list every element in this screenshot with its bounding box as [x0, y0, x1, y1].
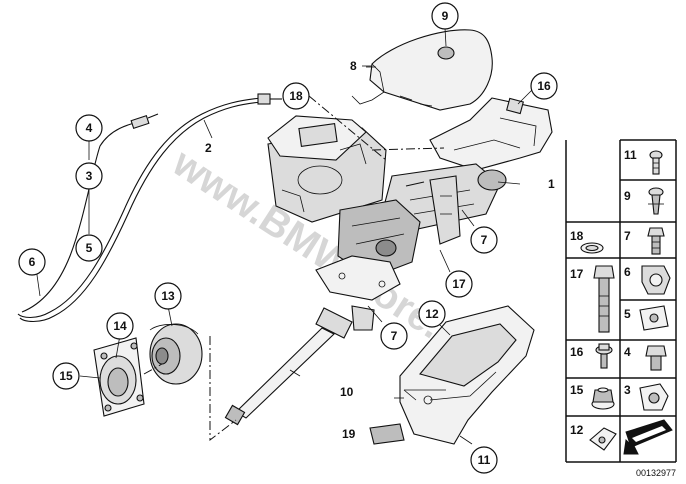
callout-14[interactable]: 14	[106, 312, 134, 340]
expanding-rivet-icon	[648, 187, 664, 215]
svg-text:7: 7	[481, 233, 488, 247]
steering-column-assembly	[267, 97, 553, 301]
legend-item-18[interactable]: 18	[570, 229, 604, 254]
svg-text:17: 17	[570, 267, 584, 281]
callout-13[interactable]: 13	[154, 282, 182, 310]
cable-end-fitting-icon	[257, 93, 271, 105]
flange-boot-part-14	[93, 337, 145, 417]
svg-text:17: 17	[452, 277, 466, 291]
svg-text:13: 13	[161, 289, 175, 303]
svg-text:9: 9	[624, 189, 631, 203]
spring-clip-icon	[639, 383, 669, 411]
svg-text:4: 4	[624, 345, 631, 359]
hex-nut-icon	[591, 387, 615, 410]
clamp-nut-icon	[639, 305, 669, 331]
cable-clip-icon	[641, 265, 671, 295]
label-10[interactable]: 10	[340, 385, 354, 399]
legend-item-12[interactable]: 12	[570, 423, 617, 451]
control-module-icon	[298, 122, 338, 148]
legend-item-15[interactable]: 15	[570, 383, 615, 410]
svg-text:5: 5	[86, 241, 93, 255]
callout-12[interactable]: 12	[418, 300, 446, 328]
speed-nut-icon	[589, 427, 617, 451]
legend-item-11[interactable]: 11	[624, 148, 663, 175]
sealing-ring-icon	[580, 242, 604, 254]
svg-text:3: 3	[624, 383, 631, 397]
hardware-legend: 11 9 18 7	[565, 139, 677, 463]
callout-5[interactable]: 5	[75, 234, 103, 262]
intermediate-steering-shaft	[224, 305, 375, 426]
svg-text:12: 12	[570, 423, 584, 437]
svg-text:4: 4	[86, 121, 93, 135]
callout-16[interactable]: 16	[530, 72, 558, 100]
upper-column-trim-cover	[351, 29, 493, 111]
legend-item-17[interactable]: 17	[570, 265, 615, 333]
svg-text:12: 12	[425, 307, 439, 321]
legend-item-5[interactable]: 5	[624, 305, 669, 331]
callout-6[interactable]: 6	[18, 248, 46, 276]
svg-text:15: 15	[570, 383, 584, 397]
svg-text:16: 16	[537, 79, 551, 93]
callout-7-lower[interactable]: 7	[380, 322, 408, 350]
label-19[interactable]: 19	[342, 427, 356, 441]
diagram-reference-number: 00132977	[636, 468, 676, 478]
direction-arrow-icon	[623, 419, 673, 455]
column-bearing-icon	[477, 169, 507, 191]
svg-text:9: 9	[442, 9, 449, 23]
svg-text:3: 3	[86, 169, 93, 183]
long-bolt-icon	[593, 265, 615, 333]
legend-item-7[interactable]: 7	[624, 227, 665, 255]
hex-nut-bolt-icon	[645, 345, 667, 371]
clip-hole-icon	[437, 46, 455, 60]
callout-18[interactable]: 18	[282, 82, 310, 110]
label-2[interactable]: 2	[205, 141, 212, 155]
callout-7-upper[interactable]: 7	[470, 226, 498, 254]
cable-end-fitting-icon	[130, 115, 150, 129]
svg-text:6: 6	[624, 265, 631, 279]
callout-17[interactable]: 17	[445, 270, 473, 298]
legend-item-4[interactable]: 4	[624, 345, 667, 371]
flange-screw-icon	[595, 343, 613, 369]
label-1[interactable]: 1	[548, 177, 555, 191]
assembly-reference-line	[209, 336, 237, 442]
screw-icon	[649, 150, 663, 175]
lower-column-trim-cover	[399, 305, 535, 445]
legend-item-9[interactable]: 9	[624, 187, 664, 215]
callout-4[interactable]: 4	[75, 114, 103, 142]
foam-pad-part-19	[369, 423, 405, 445]
callout-9[interactable]: 9	[431, 2, 459, 30]
svg-text:6: 6	[29, 255, 36, 269]
assembly-reference-line	[143, 363, 163, 375]
legend-item-arrow[interactable]	[623, 419, 673, 455]
hex-bolt-icon	[647, 227, 665, 255]
svg-text:18: 18	[570, 229, 584, 243]
svg-text:16: 16	[570, 345, 584, 359]
svg-text:7: 7	[624, 229, 631, 243]
label-8[interactable]: 8	[350, 59, 357, 73]
shaft-spline-icon	[224, 404, 246, 426]
assembly-reference-line	[371, 147, 445, 151]
callout-11[interactable]: 11	[470, 446, 498, 474]
svg-text:5: 5	[624, 307, 631, 321]
svg-text:18: 18	[289, 89, 303, 103]
svg-text:7: 7	[391, 329, 398, 343]
legend-item-3[interactable]: 3	[624, 383, 669, 411]
callout-15[interactable]: 15	[52, 362, 80, 390]
bowden-cable-part-2	[17, 93, 282, 323]
callout-3[interactable]: 3	[75, 162, 103, 190]
svg-text:15: 15	[59, 369, 73, 383]
svg-text:11: 11	[624, 148, 637, 162]
legend-item-6[interactable]: 6	[624, 265, 671, 295]
svg-text:11: 11	[478, 453, 491, 467]
leader-lines	[35, 27, 533, 445]
legend-item-16[interactable]: 16	[570, 343, 613, 369]
svg-text:14: 14	[113, 319, 127, 333]
column-boot-part-13	[149, 323, 203, 385]
